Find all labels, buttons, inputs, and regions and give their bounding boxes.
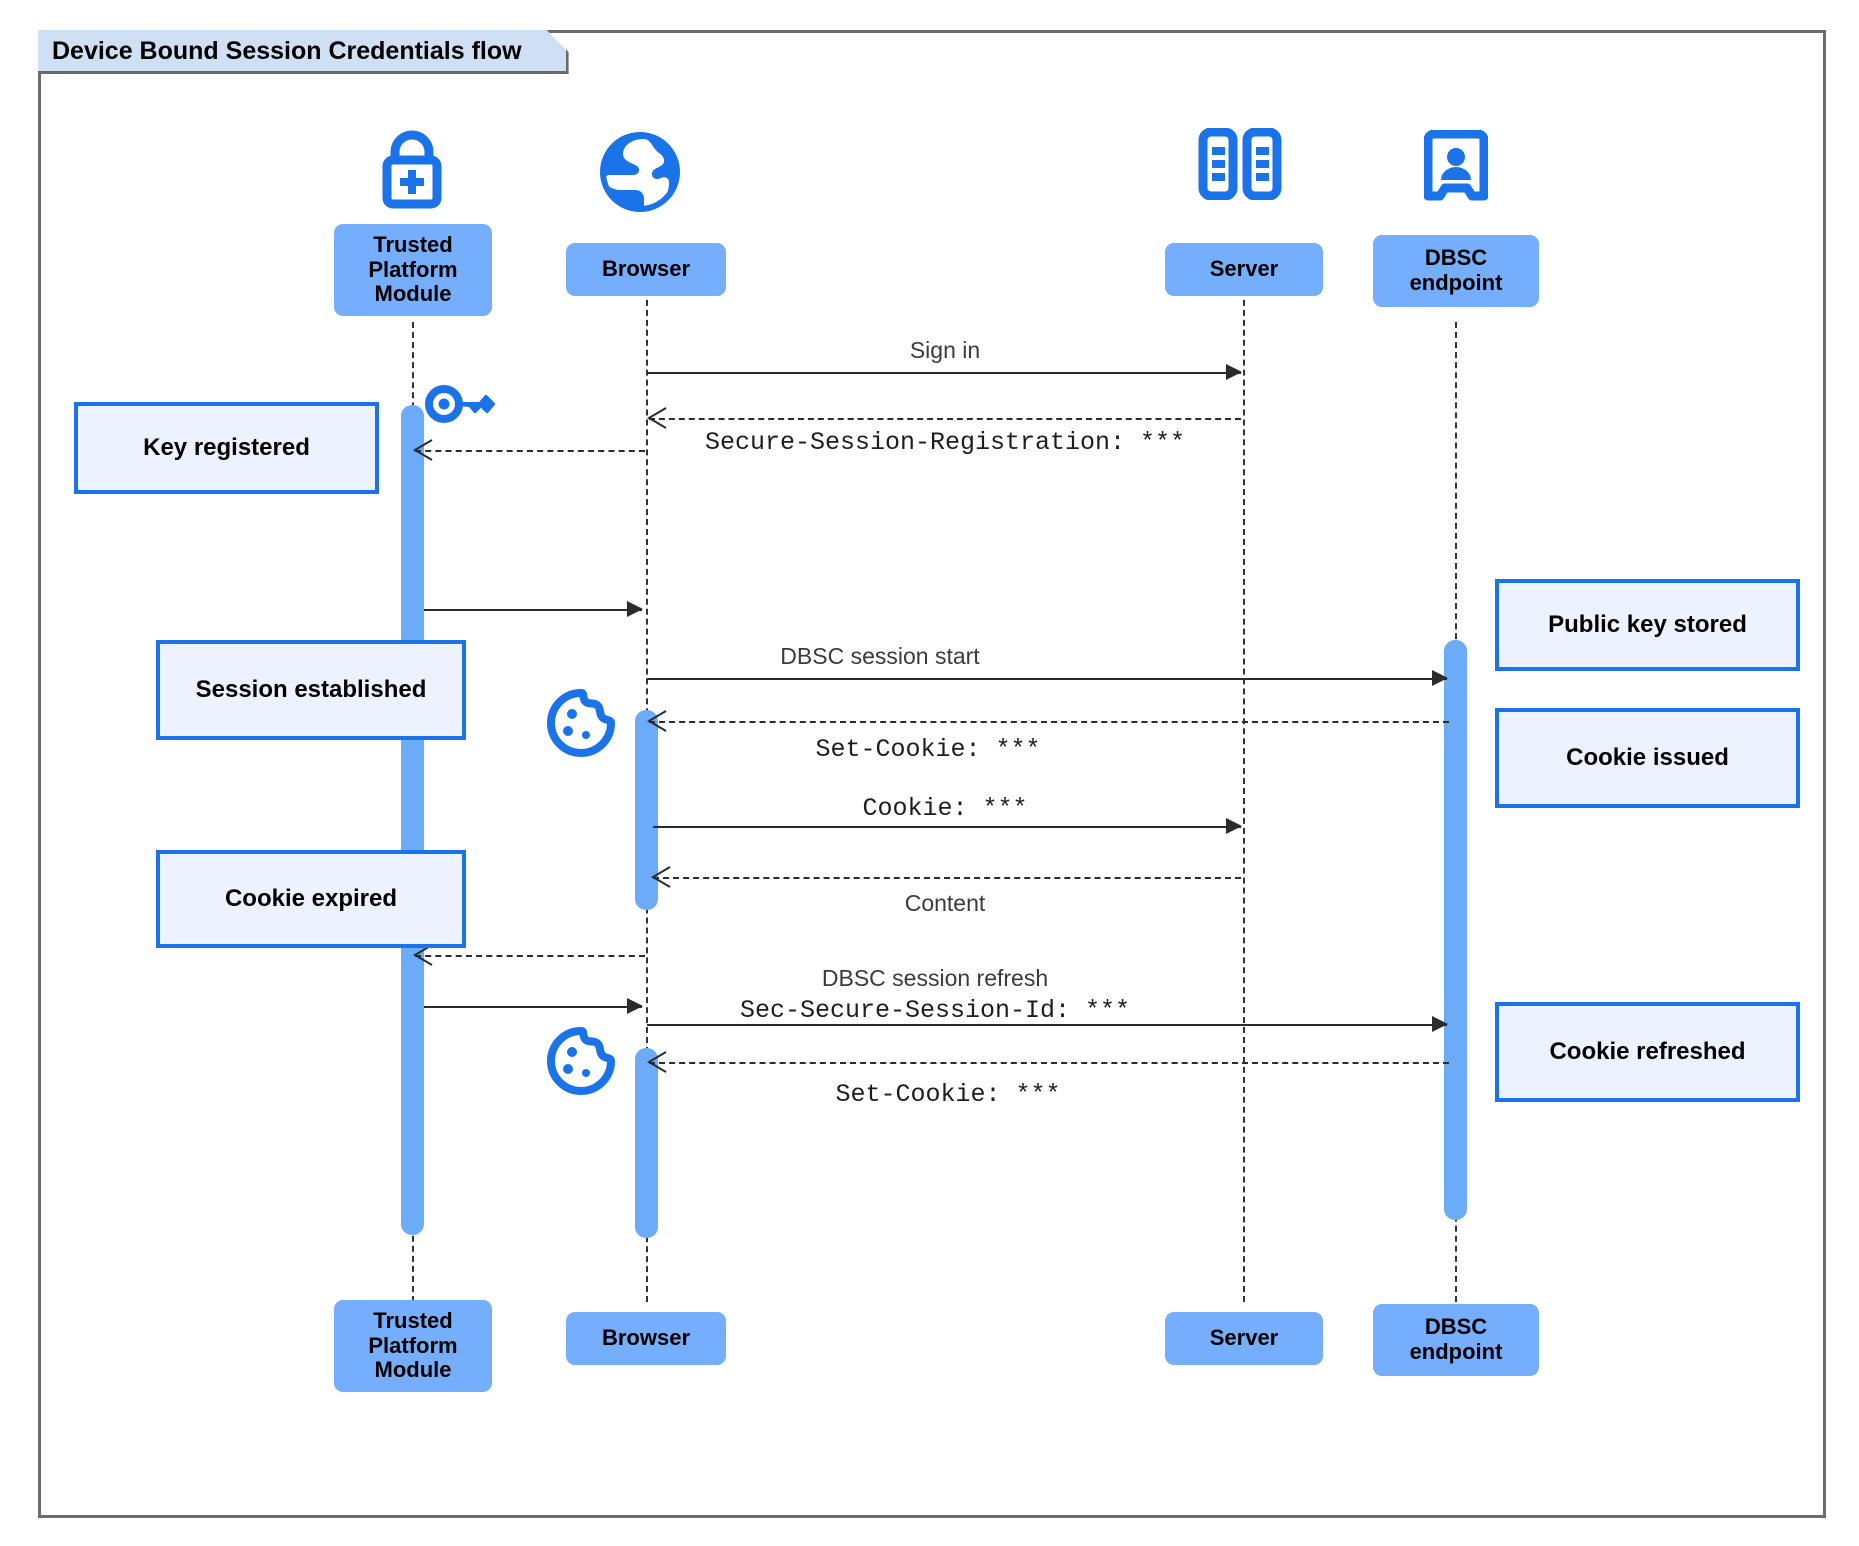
- arrowhead-left-icon: [413, 944, 433, 966]
- arrowhead-left-icon: [651, 866, 671, 888]
- arrowhead-left-icon: [647, 407, 667, 429]
- arrowhead-left-icon: [647, 710, 667, 732]
- arrowhead-right-icon: [1432, 670, 1448, 686]
- message-label-sec-secure-session-id: Sec-Secure-Session-Id: ***: [739, 996, 1131, 1025]
- key-icon: [424, 380, 500, 433]
- participant-label: Browser: [601, 256, 691, 282]
- note-cookie-issued: Cookie issued: [1495, 708, 1800, 808]
- arrowhead-right-icon: [627, 998, 643, 1014]
- participant-label: Server: [1209, 256, 1279, 282]
- participant-tpm-bottom[interactable]: Trusted Platform Module: [334, 1300, 492, 1392]
- note-text: Cookie refreshed: [1549, 1038, 1746, 1065]
- note-session-established: Session established: [156, 640, 466, 740]
- participant-browser-bottom[interactable]: Browser: [566, 1312, 726, 1365]
- participant-server-top[interactable]: Server: [1165, 243, 1323, 296]
- arrowhead-left-icon: [413, 439, 433, 461]
- activation-bar-dbsc-1: [1444, 640, 1467, 1220]
- message-label-cookie: Cookie: ***: [862, 794, 1028, 823]
- activation-bar-tpm: [401, 405, 424, 1235]
- participant-label: Trusted Platform Module: [368, 1308, 458, 1383]
- server-racks-icon: [1197, 127, 1283, 205]
- message-label-secure-session-registration: Secure-Session-Registration: ***: [704, 428, 1186, 457]
- lifeline-server: [1243, 280, 1245, 1302]
- participant-dbsc-bottom[interactable]: DBSC endpoint: [1373, 1304, 1539, 1376]
- participant-label: Browser: [601, 1325, 691, 1351]
- participant-label: DBSC endpoint: [1409, 245, 1503, 295]
- message-label-content: Content: [904, 890, 986, 916]
- diagram-title: Device Bound Session Credentials flow: [38, 30, 569, 74]
- cookie-icon: [545, 687, 617, 764]
- arrowhead-right-icon: [1226, 364, 1242, 380]
- note-text: Cookie issued: [1566, 744, 1729, 771]
- participant-label: Server: [1209, 1325, 1279, 1351]
- cookie-icon: [545, 1025, 617, 1102]
- arrowhead-right-icon: [1432, 1016, 1448, 1032]
- note-text: Session established: [195, 676, 427, 703]
- message-label-set-cookie-1: Set-Cookie: ***: [815, 735, 1041, 764]
- message-label-sign-in: Sign in: [909, 337, 981, 363]
- note-key-registered: Key registered: [74, 402, 379, 494]
- message-label-dbsc-session-start: DBSC session start: [780, 643, 980, 669]
- frame-title-tab: Device Bound Session Credentials flow: [38, 30, 569, 74]
- note-public-key-stored: Public key stored: [1495, 579, 1800, 671]
- note-cookie-expired: Cookie expired: [156, 850, 466, 948]
- note-cookie-refreshed: Cookie refreshed: [1495, 1002, 1800, 1102]
- participant-server-bottom[interactable]: Server: [1165, 1312, 1323, 1365]
- participant-browser-top[interactable]: Browser: [566, 243, 726, 296]
- activation-bar-browser-1: [635, 710, 658, 910]
- participant-dbsc-top[interactable]: DBSC endpoint: [1373, 235, 1539, 307]
- message-label-set-cookie-2: Set-Cookie: ***: [835, 1080, 1061, 1109]
- note-text: Key registered: [143, 434, 310, 461]
- padlock-plus-icon: [365, 128, 459, 215]
- participant-label: DBSC endpoint: [1409, 1314, 1503, 1364]
- arrowhead-right-icon: [1226, 818, 1242, 834]
- arrowhead-right-icon: [627, 601, 643, 617]
- id-badge-icon: [1423, 129, 1489, 211]
- message-label-dbsc-session-refresh: DBSC session refresh: [821, 965, 1049, 991]
- globe-icon: [597, 130, 683, 219]
- participant-label: Trusted Platform Module: [368, 232, 458, 307]
- note-text: Cookie expired: [224, 885, 398, 912]
- activation-bar-browser-2: [635, 1048, 658, 1238]
- participant-tpm-top[interactable]: Trusted Platform Module: [334, 224, 492, 316]
- note-text: Public key stored: [1548, 611, 1747, 638]
- arrowhead-left-icon: [647, 1051, 667, 1073]
